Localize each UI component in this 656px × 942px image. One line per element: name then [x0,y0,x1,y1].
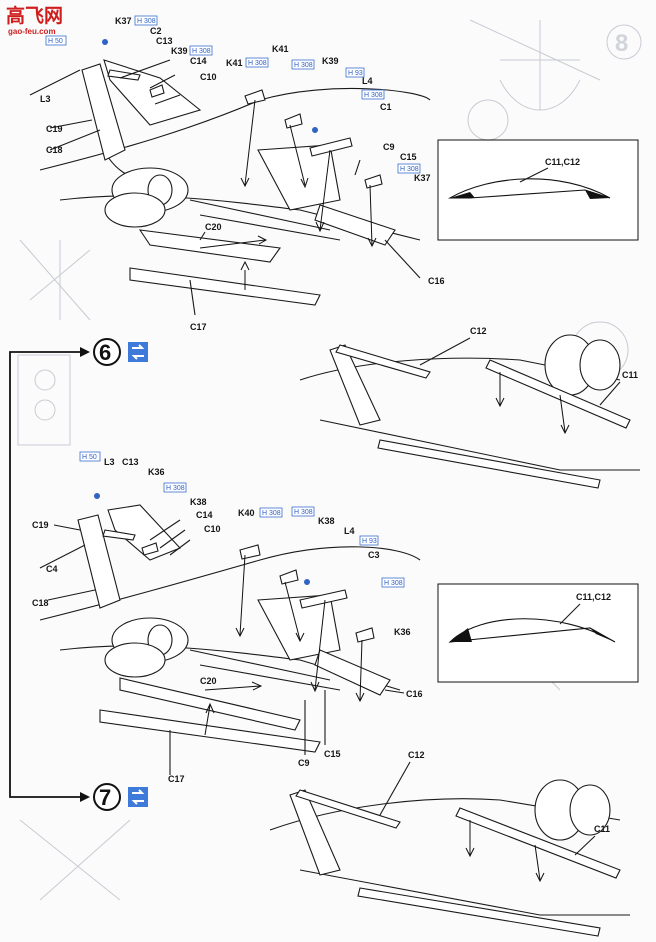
svg-text:H 308: H 308 [400,166,419,173]
svg-text:H 308: H 308 [137,18,156,25]
label-c15: C15 [400,152,417,162]
step-7-marker: 7 [93,783,148,811]
paint-ref-h308-f: H 308 [397,163,421,174]
paint-ref-h50-b: H 50 [79,451,101,462]
label-k38-a: K38 [190,497,207,507]
wing-underside-view-lower: C12 C11 [269,750,630,937]
label-c2: C2 [150,26,162,36]
detail-label-c11-c12-a: C11,C12 [545,157,580,167]
watermark: 高飞网 gao-feu.com [6,4,63,36]
label-c14-b: C14 [196,510,213,520]
label-c16-b: C16 [406,689,423,699]
label-k41-b: K41 [226,58,243,68]
lower-label-c12-a: C12 [470,326,487,336]
label-c9: C9 [383,142,395,152]
ghost-step-number: 8 [615,30,628,57]
lower-label-c12-b: C12 [408,750,425,760]
svg-text:H 308: H 308 [166,485,185,492]
lower-label-c11-b: C11 [594,824,610,834]
label-k40: K40 [238,508,255,518]
label-k41-a: K41 [272,44,289,54]
detail-inset-upper: C11,C12 [437,139,639,241]
label-c18-b: C18 [32,598,49,608]
paint-ref-h93-b: H 93 [359,535,379,546]
paint-ref-h93: H 93 [345,67,365,78]
svg-text:H 308: H 308 [248,60,267,67]
step-6-number: 6 [99,340,111,365]
label-c15-b: C15 [324,749,341,759]
upper-arrows [199,99,377,290]
paint-ref-h308-j: H 308 [381,577,405,588]
watermark-cjk: 高飞网 [6,4,63,27]
label-c17-b: C17 [168,774,185,784]
label-l4: L4 [362,76,373,86]
label-c13: C13 [156,36,173,46]
label-c16: C16 [428,276,445,286]
paint-ref-h308-d: H 308 [291,59,315,70]
svg-text:H 308: H 308 [294,509,313,516]
step-7-number: 7 [99,785,111,810]
label-k39-b: K39 [322,56,339,66]
detail-inset-lower: C11,C12 [437,583,639,683]
paint-ref-h308-b: H 308 [189,45,213,56]
svg-text:H 93: H 93 [362,538,377,545]
svg-text:H 308: H 308 [384,580,403,587]
label-k38-b: K38 [318,516,335,526]
upper-assembly: K37 C2 C13 K39 C14 C10 L3 C19 C18 K41 K4… [29,15,640,489]
label-c20-b: C20 [200,676,217,686]
label-l3-b: L3 [104,457,115,467]
paint-ref-h308-c: H 308 [245,57,269,68]
label-k37: K37 [115,16,132,26]
detail-label-c11-c12-b: C11,C12 [576,592,611,602]
label-c3: C3 [368,550,380,560]
label-c20: C20 [205,222,222,232]
svg-text:H 308: H 308 [364,92,383,99]
label-c19-b: C19 [32,520,49,530]
label-c14: C14 [190,56,207,66]
label-c10: C10 [200,72,217,82]
label-c17: C17 [190,322,207,332]
label-k37-b: K37 [414,173,431,183]
paint-ref-h308-h: H 308 [259,507,283,518]
lower-label-c11-a: C11 [622,370,638,380]
svg-text:H 308: H 308 [262,510,281,517]
step-bracket [9,347,90,802]
step-6-marker: 6 [93,338,148,366]
paint-ref-h308-g: H 308 [163,482,187,493]
paint-ref-h308-i: H 308 [291,506,315,517]
svg-text:H 50: H 50 [48,38,63,45]
paint-ref-h50-a: H 50 [45,35,67,46]
step-7-swap-icon [128,787,148,807]
label-c1: C1 [380,102,392,112]
step-6-swap-icon [128,342,148,362]
label-c4: C4 [46,564,58,574]
wing-underside-view-upper: C12 C11 [299,326,640,489]
svg-text:H 50: H 50 [82,454,97,461]
label-k39: K39 [171,46,188,56]
lower-assembly: L3 C13 K36 C19 K38 C14 C4 C10 C18 K40 K3… [32,451,639,937]
label-l4-b: L4 [344,526,355,536]
label-c18: C18 [46,145,63,155]
label-c13-b: C13 [122,457,139,467]
label-k36-b: K36 [394,627,411,637]
watermark-url: gao-feu.com [8,27,56,36]
svg-text:H 308: H 308 [192,48,211,55]
svg-text:H 93: H 93 [348,70,363,77]
label-c19: C19 [46,124,63,134]
label-k36-a: K36 [148,467,165,477]
paint-ref-h308-a: H 308 [134,15,158,26]
lower-arrows [204,554,365,736]
paint-ref-h308-e: H 308 [361,89,385,100]
svg-text:H 308: H 308 [294,62,313,69]
label-l3: L3 [40,94,51,104]
label-c10-b: C10 [204,524,221,534]
label-c9-b: C9 [298,758,310,768]
